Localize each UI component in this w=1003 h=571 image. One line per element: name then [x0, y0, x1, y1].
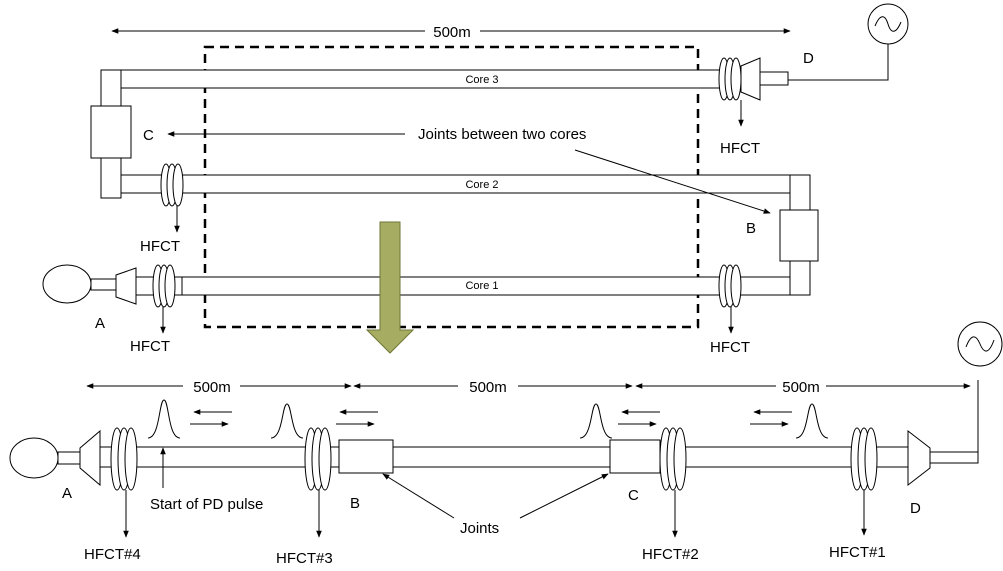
generator-icon — [42, 264, 92, 304]
label-b-top: B — [746, 220, 756, 237]
label-a-top: A — [95, 315, 105, 332]
core1-label: Core 1 — [465, 280, 498, 292]
joints-note: Joints between two cores — [418, 126, 586, 143]
hfct-core1-left: HFCT — [130, 264, 176, 355]
label-c-top: C — [143, 127, 154, 144]
joint-arrow-b — [382, 473, 455, 519]
hfct-core1-right: HFCT — [710, 264, 750, 356]
bottom-len3: 500m — [782, 379, 820, 396]
core2-cable — [120, 174, 791, 194]
hfct1-sensor: HFCT#1 — [829, 427, 886, 561]
joint-b-bottom — [338, 439, 394, 474]
joint-arrow-c — [519, 473, 609, 519]
label-c-bottom: C — [628, 487, 639, 504]
pd-pulse-c — [579, 403, 613, 439]
termination-d-top: D — [740, 3, 909, 101]
hfct4-label: HFCT#4 — [84, 546, 141, 563]
joint-b-top — [779, 209, 819, 262]
bottom-panel: 500m 500m 500m A D — [9, 321, 1003, 567]
core2-label: Core 2 — [465, 179, 498, 191]
top-panel: 500m Core 3 Core 2 Core 1 D — [42, 3, 909, 356]
core3-label: Core 3 — [465, 74, 498, 86]
hfct1-label: HFCT#1 — [829, 544, 886, 561]
pd-pulse-d — [795, 403, 829, 439]
joints-label: Joints — [460, 520, 499, 537]
hfct-label-right-bottom: HFCT — [710, 339, 750, 356]
hfct4-sensor: HFCT#4 — [84, 427, 141, 563]
bottom-len2: 500m — [469, 379, 507, 396]
top-length-label: 500m — [433, 24, 471, 41]
hfct-label-left: HFCT — [130, 338, 170, 355]
top-length-dimension: 500m — [111, 24, 791, 41]
hfct2-label: HFCT#2 — [642, 546, 699, 563]
start-pd-label: Start of PD pulse — [150, 496, 263, 513]
label-a-bottom: A — [62, 485, 72, 502]
label-d-bottom: D — [910, 500, 921, 517]
hfct3-label: HFCT#3 — [276, 550, 333, 567]
hfct-core3: HFCT — [718, 57, 760, 157]
core3-cable — [120, 69, 734, 89]
hfct-label-right-top: HFCT — [720, 140, 760, 157]
bottom-dimensions: 500m 500m 500m — [86, 379, 971, 396]
joint-c-top — [90, 105, 132, 159]
transform-arrow — [365, 221, 415, 354]
hfct3-sensor: HFCT#3 — [276, 427, 333, 567]
direction-arrows — [190, 409, 792, 427]
label-d-top: D — [803, 50, 814, 67]
termination-a-bottom: A — [9, 429, 101, 502]
pd-pulse-origin — [147, 399, 181, 439]
generator-icon-bottom — [9, 437, 59, 479]
bottom-cable — [95, 446, 909, 468]
termination-d-bottom: D — [907, 321, 1003, 517]
joint-c-bottom — [609, 439, 661, 474]
bottom-len1: 500m — [193, 379, 231, 396]
hfct2-sensor: HFCT#2 — [642, 427, 699, 563]
label-b-bottom: B — [350, 495, 360, 512]
hfct-label-core2: HFCT — [140, 238, 180, 255]
pd-pulse-b — [270, 403, 304, 439]
hfct-core2: HFCT — [140, 163, 184, 255]
joint-b-arrow — [574, 149, 771, 214]
